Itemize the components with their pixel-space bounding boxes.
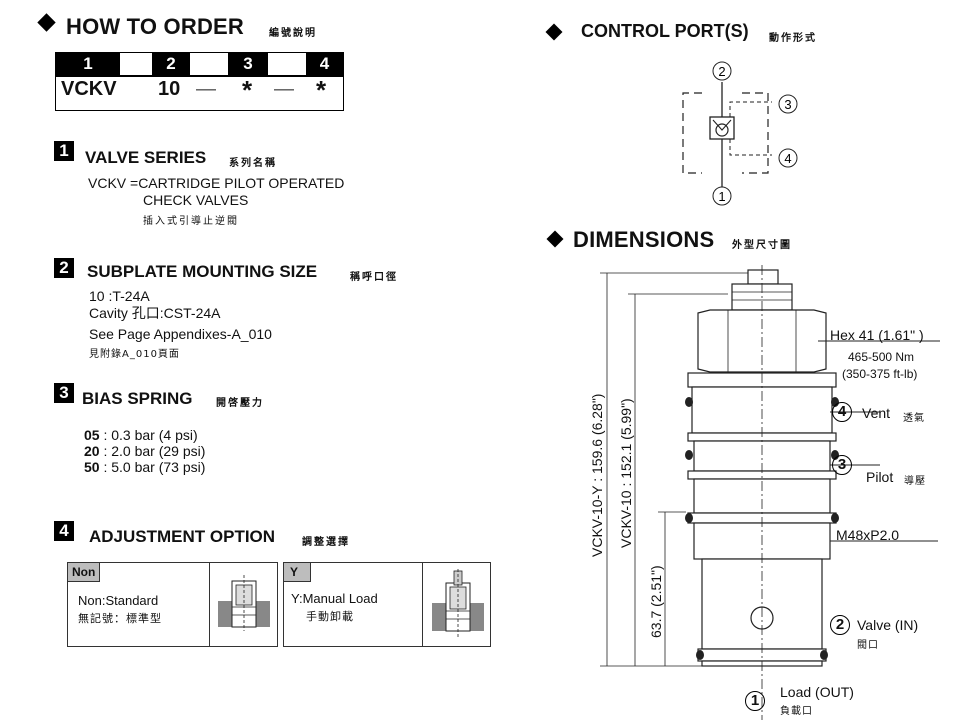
- order-value-spring: *: [242, 75, 253, 105]
- option-tag-non: Non: [68, 563, 101, 582]
- load-port-number: 1: [745, 691, 765, 711]
- dim-body-length: VCKV-10 : 152.1 (5.99"): [618, 398, 634, 548]
- pilot-port-number: 3: [832, 455, 852, 475]
- spring-option-20: 20 : 2.0 bar (29 psi): [84, 443, 206, 459]
- pilot-port-label-cn: 導壓: [904, 476, 926, 487]
- dim-lower-length: 63.7 (2.51"): [648, 565, 664, 638]
- section-1-line-1: VCKV =CARTRIDGE PILOT OPERATED: [88, 175, 345, 191]
- section-4-title: ADJUSTMENT OPTION: [89, 527, 276, 546]
- section-2-line-1: 10 :T-24A: [89, 288, 150, 304]
- order-dash-1: —: [196, 78, 216, 100]
- order-value-series: VCKV: [61, 78, 117, 100]
- order-header-2: 2: [152, 53, 190, 75]
- section-4-number: 4: [54, 521, 74, 541]
- section-2-number: 2: [54, 258, 74, 278]
- pilot-port-label: Pilot: [866, 469, 894, 485]
- load-port-label-cn: 負載口: [780, 706, 813, 717]
- valve-port-label: Valve (IN): [857, 617, 919, 633]
- option-standard-line-1: Non:Standard: [78, 593, 159, 608]
- order-header-3: 3: [228, 53, 268, 75]
- vent-port-number: 4: [832, 402, 852, 422]
- diamond-bullet-icon: [37, 13, 56, 32]
- port-4-label: 4: [784, 151, 791, 166]
- load-port-label: Load (OUT): [780, 684, 854, 700]
- section-1-number: 1: [54, 141, 74, 161]
- vent-port-label: Vent: [862, 405, 891, 421]
- standard-adjust-icon: [218, 575, 270, 631]
- section-3-title-cn: 開啓壓力: [216, 398, 264, 409]
- valve-port-label-cn: 閥口: [857, 640, 879, 651]
- port-2-label: 2: [718, 64, 725, 79]
- dim-total-length: VCKV-10-Y : 159.6 (6.28"): [589, 393, 605, 557]
- order-header-4: 4: [306, 53, 343, 75]
- valve-port-number: 2: [830, 615, 850, 635]
- section-3-number: 3: [54, 383, 74, 403]
- section-2-title: SUBPLATE MOUNTING SIZE: [87, 262, 318, 281]
- torque-nm-label: 465-500 Nm: [848, 350, 915, 364]
- section-4-title-cn: 調整選擇: [302, 537, 350, 548]
- order-header-1: 1: [56, 53, 120, 75]
- spring-option-50: 50 : 5.0 bar (73 psi): [84, 459, 206, 475]
- control-title: CONTROL PORT(S): [581, 21, 749, 41]
- port-3-label: 3: [784, 97, 791, 112]
- order-title-cn: 編號說明: [269, 28, 317, 39]
- port-1-label: 1: [718, 189, 725, 204]
- section-1-line-2: CHECK VALVES: [143, 192, 249, 208]
- option-card-standard: Non Non:Standard 無記號：標準型: [67, 562, 278, 647]
- spring-option-05: 05 : 0.3 bar (4 psi): [84, 427, 198, 443]
- option-standard-line-2: 無記號：標準型: [78, 612, 162, 625]
- option-manual-line-1: Y:Manual Load: [291, 591, 378, 606]
- section-2-line-3: See Page Appendixes-A_010: [89, 326, 272, 342]
- order-header: [37, 13, 56, 34]
- manual-adjust-icon: [432, 569, 484, 639]
- option-tag-y: Y: [284, 563, 312, 582]
- order-value-option: *: [316, 75, 327, 105]
- section-3-title: BIAS SPRING: [82, 389, 193, 408]
- order-code-table: 1 2 3 4 VCKV 10 — * — *: [55, 52, 344, 111]
- control-port-symbol: 2 3 4 1: [682, 61, 798, 206]
- control-title-cn: 動作形式: [769, 33, 817, 44]
- order-title: HOW TO ORDER: [66, 14, 244, 39]
- option-card-manual-load: Y Y:Manual Load 手動卸載: [283, 562, 491, 647]
- diamond-bullet-icon: [546, 230, 564, 248]
- dimensions-header: [546, 230, 564, 250]
- order-value-size: 10: [158, 78, 181, 100]
- valve-dimension-drawing: [600, 265, 940, 720]
- thread-size-label: M48xP2.0: [836, 527, 900, 543]
- diamond-bullet-icon: [545, 23, 563, 41]
- hex-size-label: Hex 41 (1.61" ): [830, 327, 924, 343]
- section-1-title: VALVE SERIES: [85, 148, 207, 167]
- section-2-title-cn: 稱呼口徑: [350, 272, 398, 283]
- section-2-line-4: 見附錄A_010頁面: [89, 349, 180, 360]
- order-dash-2: —: [274, 78, 294, 100]
- option-manual-line-2: 手動卸載: [306, 610, 354, 623]
- section-1-title-cn: 系列名稱: [229, 158, 277, 169]
- dimensions-title-cn: 外型尺寸圖: [732, 240, 792, 251]
- vent-port-label-cn: 透氣: [903, 413, 925, 424]
- section-2-line-2: Cavity 孔口:CST-24A: [89, 305, 221, 321]
- control-header: [545, 23, 563, 43]
- torque-ftlb-label: (350-375 ft-lb): [842, 367, 918, 381]
- section-1-line-3: 插入式引導止逆閥: [143, 216, 239, 227]
- dimensions-title: DIMENSIONS: [573, 227, 715, 252]
